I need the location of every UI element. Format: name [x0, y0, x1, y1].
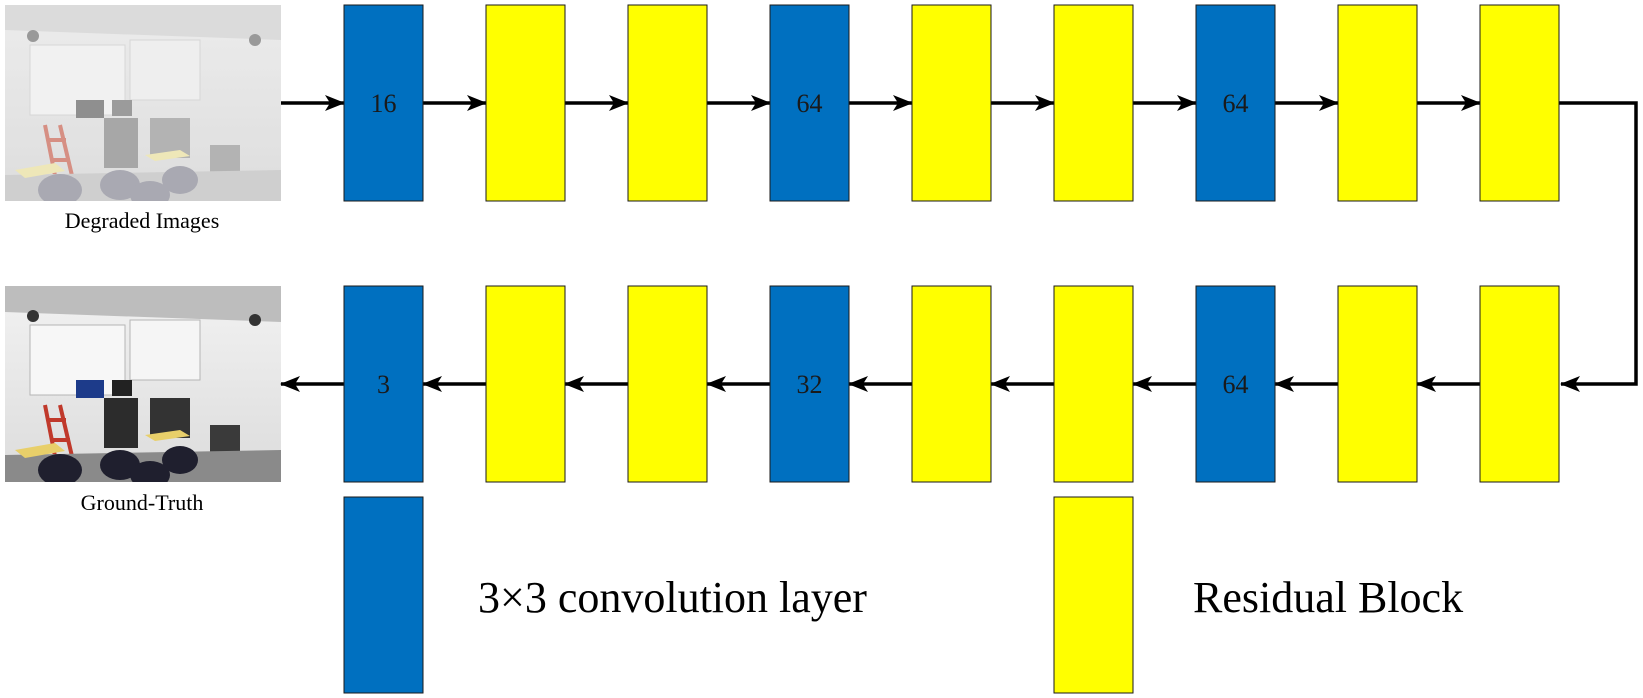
degraded-caption: Degraded Images — [65, 208, 220, 233]
conv-block-bottom-4 — [769, 285, 850, 483]
residual-block-bottom-5 — [911, 285, 992, 483]
legend-residual-label: Residual Block — [1193, 573, 1463, 622]
degraded-image — [5, 5, 281, 201]
residual-block-bottom-3 — [627, 285, 708, 483]
residual-block-top-8 — [1337, 4, 1418, 202]
residual-block-top-6 — [1053, 4, 1134, 202]
conv-channels-label: 16 — [371, 89, 397, 118]
conv-channels-label: 64 — [1223, 370, 1249, 399]
ground-truth-caption: Ground-Truth — [81, 490, 204, 515]
legend-residual-swatch — [1053, 496, 1134, 694]
conv-block-bottom-7 — [1195, 285, 1276, 483]
residual-block-bottom-9 — [1479, 285, 1560, 483]
conv-channels-label: 32 — [797, 370, 823, 399]
conv-channels-label: 64 — [1223, 89, 1249, 118]
encoder-row: 16 64 64 — [343, 4, 1560, 202]
residual-block-top-2 — [485, 4, 566, 202]
residual-block-bottom-2 — [485, 285, 566, 483]
flow-arrows — [280, 95, 1638, 392]
residual-block-top-9 — [1479, 4, 1560, 202]
decoder-row: 3 32 64 — [343, 285, 1560, 483]
arrow-connector — [1559, 101, 1638, 392]
ground-truth-image — [5, 286, 281, 482]
legend-conv-swatch — [343, 496, 424, 694]
conv-block-top-7 — [1195, 4, 1276, 202]
conv-channels-label: 64 — [797, 89, 823, 118]
legend-conv-label: 3×3 convolution layer — [478, 573, 867, 622]
residual-block-top-3 — [627, 4, 708, 202]
conv-channels-label: 3 — [377, 370, 390, 399]
conv-block-bottom-1 — [343, 285, 424, 483]
conv-block-top-1 — [343, 4, 424, 202]
residual-block-bottom-8 — [1337, 285, 1418, 483]
conv-block-top-4 — [769, 4, 850, 202]
residual-block-bottom-6 — [1053, 285, 1134, 483]
residual-block-top-5 — [911, 4, 992, 202]
